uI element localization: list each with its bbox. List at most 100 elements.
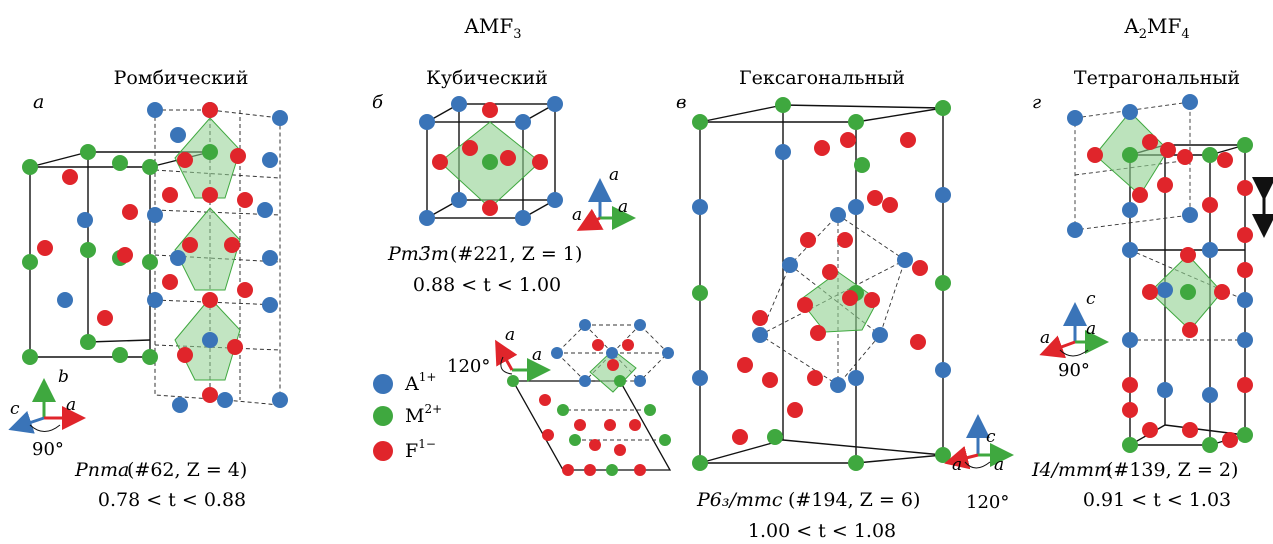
ion-legend: A1+ M2+ F1− [373, 370, 442, 462]
tetragonal-atom-M [1202, 147, 1218, 163]
projection-atom-F [622, 339, 634, 351]
orthorhombic-atom-M [142, 349, 158, 365]
orthorhombic-atom-A [262, 152, 278, 168]
svg-text:1.00 < t < 1.08: 1.00 < t < 1.08 [748, 520, 896, 542]
hexagonal-atom-A [782, 257, 798, 273]
tetragonal-atom-M [1122, 437, 1138, 453]
panel-c-letter: в [676, 92, 686, 113]
tetragonal-atom-M [1122, 147, 1138, 163]
svg-text:a: a [1086, 319, 1096, 339]
hexagonal-atom-M [848, 114, 864, 130]
hexagonal-atom-M [692, 455, 708, 471]
orthorhombic-atom-F [237, 282, 253, 298]
orthorhombic-atom-M [80, 242, 96, 258]
orthorhombic-axes: b c a 90° [8, 367, 86, 460]
tetragonal-atom-M [1237, 137, 1253, 153]
hexagonal-atom-A [692, 199, 708, 215]
cubic-atom-A [547, 96, 563, 112]
svg-text:a: a [1040, 328, 1050, 348]
tetragonal-atom-F [1142, 422, 1158, 438]
tetragonal-atom-F [1222, 432, 1238, 448]
hexagonal-atom-F [900, 132, 916, 148]
panel-a-letter: а [33, 91, 44, 113]
panel-b-caption: Pm3̄m (#221, Z = 1) 0.88 < t < 1.00 [387, 243, 582, 296]
orthorhombic-atom-F [227, 339, 243, 355]
svg-text:90°: 90° [32, 439, 64, 460]
cubic-atom-F [432, 154, 448, 170]
tetragonal-atom-F [1122, 377, 1138, 393]
orthorhombic-atom-F [177, 347, 193, 363]
tetragonal-atom-M [1237, 427, 1253, 443]
svg-text:(#139, Z = 2): (#139, Z = 2) [1106, 459, 1238, 481]
orthorhombic-atom-F [202, 187, 218, 203]
orthorhombic-atom-A [172, 397, 188, 413]
hexagonal-atom-A [830, 377, 846, 393]
svg-text:M2+: M2+ [405, 402, 442, 427]
tetragonal-atom-F [1142, 134, 1158, 150]
orthorhombic-atom-F [177, 152, 193, 168]
svg-text:a: a [994, 455, 1004, 475]
panel-c-title: Гексагональный [739, 67, 905, 89]
tetragonal-atom-F [1237, 377, 1253, 393]
hexagonal-atom-A [848, 199, 864, 215]
orthorhombic-atom-M [112, 155, 128, 171]
tetragonal-atom-F [1122, 402, 1138, 418]
panel-a-title: Ромбический [114, 67, 249, 89]
tetragonal-structure [1067, 94, 1273, 453]
tetragonal-atom-F [1237, 180, 1253, 196]
orthorhombic-atom-F [97, 310, 113, 326]
tetragonal-atom-F [1202, 197, 1218, 213]
tetragonal-atom-A [1122, 332, 1138, 348]
hexagonal-atom-F [822, 264, 838, 280]
orthorhombic-atom-M [80, 334, 96, 350]
orthorhombic-atom-A [170, 127, 186, 143]
tetragonal-atom-F [1142, 284, 1158, 300]
orthorhombic-atom-A [202, 332, 218, 348]
tetragonal-atom-A [1122, 202, 1138, 218]
svg-text:(#62, Z = 4): (#62, Z = 4) [127, 459, 247, 481]
svg-text:a: a [609, 165, 619, 185]
orthorhombic-atom-F [202, 102, 218, 118]
tetragonal-atom-F [1182, 322, 1198, 338]
tetragonal-atom-F [1087, 147, 1103, 163]
projection-atom-F [607, 359, 619, 371]
orthorhombic-atom-F [122, 204, 138, 220]
hexagonal-atom-M [692, 114, 708, 130]
svg-text:a: a [532, 345, 542, 365]
hexagonal-atom-F [837, 232, 853, 248]
projection-atom-F [584, 464, 596, 476]
orthorhombic-atom-M [112, 347, 128, 363]
panel-d-letter: г [1032, 92, 1041, 113]
tetragonal-atom-A [1067, 110, 1083, 126]
hexagonal-atom-M [935, 100, 951, 116]
hexagonal-atom-F [814, 140, 830, 156]
hexagonal-atom-F [912, 260, 928, 276]
tetragonal-atom-A [1122, 242, 1138, 258]
hexagonal-atom-A [692, 370, 708, 386]
tetragonal-atom-A [1157, 382, 1173, 398]
cubic-atom-A [419, 210, 435, 226]
hexagonal-atom-M [854, 157, 870, 173]
svg-text:120°: 120° [447, 356, 490, 377]
projection-atom-A [579, 319, 591, 331]
hexagonal-atom-M [767, 429, 783, 445]
svg-text:I4/mmm: I4/mmm [1031, 459, 1112, 481]
hexagonal-axes: c a a 120° [944, 414, 1014, 513]
a2mf4-header: A2MF4 [1123, 14, 1189, 42]
cubic-axes: a a a [572, 165, 636, 231]
tetragonal-atom-F [1182, 422, 1198, 438]
orthorhombic-atom-F [224, 237, 240, 253]
orthorhombic-atom-A [77, 212, 93, 228]
tetragonal-atom-F [1160, 142, 1176, 158]
orthorhombic-atom-M [22, 254, 38, 270]
hexagonal-atom-F [807, 370, 823, 386]
hexagonal-atom-A [935, 362, 951, 378]
tetragonal-atom-A [1067, 222, 1083, 238]
tetragonal-atom-A [1182, 207, 1198, 223]
orthorhombic-atom-A [147, 292, 163, 308]
projection-atom-F [629, 419, 641, 431]
projection-atom-A [579, 375, 591, 387]
cubic-atom-A [419, 114, 435, 130]
tetragonal-atom-M [1180, 284, 1196, 300]
projection-atom-M [606, 464, 618, 476]
